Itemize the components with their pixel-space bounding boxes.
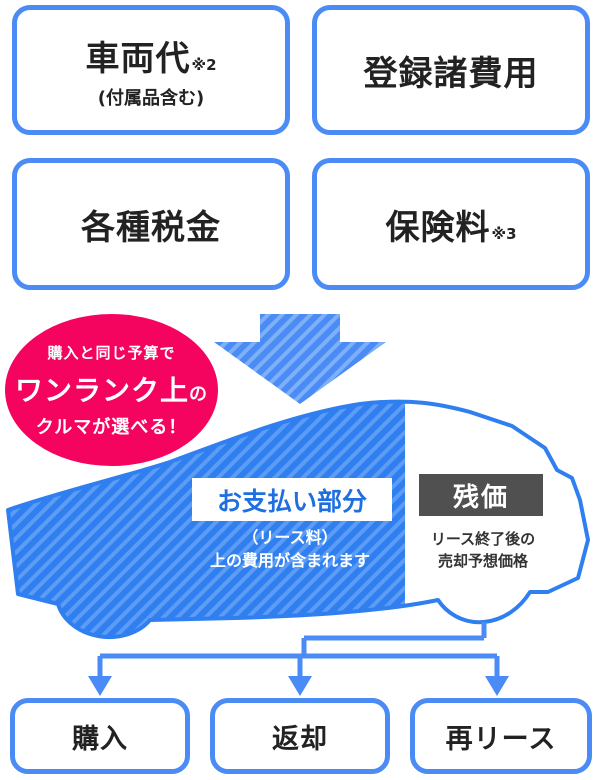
option-label-release: 再リース bbox=[445, 723, 557, 755]
residual-description: リース終了後の 売却予想価格 bbox=[405, 528, 561, 572]
arrowhead-return-icon bbox=[288, 676, 312, 696]
payment-title: お支払い部分 bbox=[192, 478, 392, 521]
residual-sub-1: リース終了後の bbox=[430, 530, 536, 548]
down-arrow-icon bbox=[214, 314, 386, 404]
option-box-return: 返却 bbox=[210, 698, 390, 774]
option-label-purchase: 購入 bbox=[72, 723, 128, 755]
residual-title: 残価 bbox=[419, 474, 543, 516]
badge-line-2-suffix: の bbox=[189, 383, 208, 405]
connector-lines bbox=[97, 622, 500, 680]
promo-badge: 購入と同じ予算で ワンランク上の クルマが選べる！ bbox=[5, 314, 218, 466]
residual-sub-2: 売却予想価格 bbox=[437, 552, 528, 570]
option-label-return: 返却 bbox=[272, 723, 328, 755]
footnote-2: ※2 bbox=[191, 55, 217, 74]
option-box-purchase: 購入 bbox=[10, 698, 190, 774]
option-box-release: 再リース bbox=[410, 698, 592, 774]
payment-description: （リース料） 上の費用が含まれます bbox=[175, 526, 405, 572]
payment-sub-2: 上の費用が含まれます bbox=[209, 551, 370, 570]
cost-label-vehicle: 車両代 bbox=[85, 38, 191, 79]
cost-box-insurance: 保険料※3 bbox=[312, 158, 590, 290]
footnote-3: ※3 bbox=[491, 224, 517, 243]
badge-line-3: クルマが選べる！ bbox=[35, 416, 188, 438]
cost-box-taxes: 各種税金 bbox=[12, 158, 290, 290]
arrowhead-purchase-icon bbox=[88, 676, 112, 696]
badge-line-1: 購入と同じ予算で bbox=[47, 343, 176, 362]
cost-sub-accessories: (付属品含む) bbox=[97, 87, 205, 109]
payment-sub-1: （リース料） bbox=[242, 528, 338, 547]
cost-box-registration: 登録諸費用 bbox=[312, 5, 590, 135]
arrowhead-release-icon bbox=[485, 676, 509, 696]
cost-label-registration: 登録諸費用 bbox=[363, 53, 539, 94]
cost-label-insurance: 保険料 bbox=[385, 207, 491, 248]
cost-box-vehicle: 車両代※2 (付属品含む) bbox=[12, 5, 290, 135]
cost-label-taxes: 各種税金 bbox=[81, 207, 221, 248]
badge-line-2: ワンランク上 bbox=[14, 373, 189, 407]
